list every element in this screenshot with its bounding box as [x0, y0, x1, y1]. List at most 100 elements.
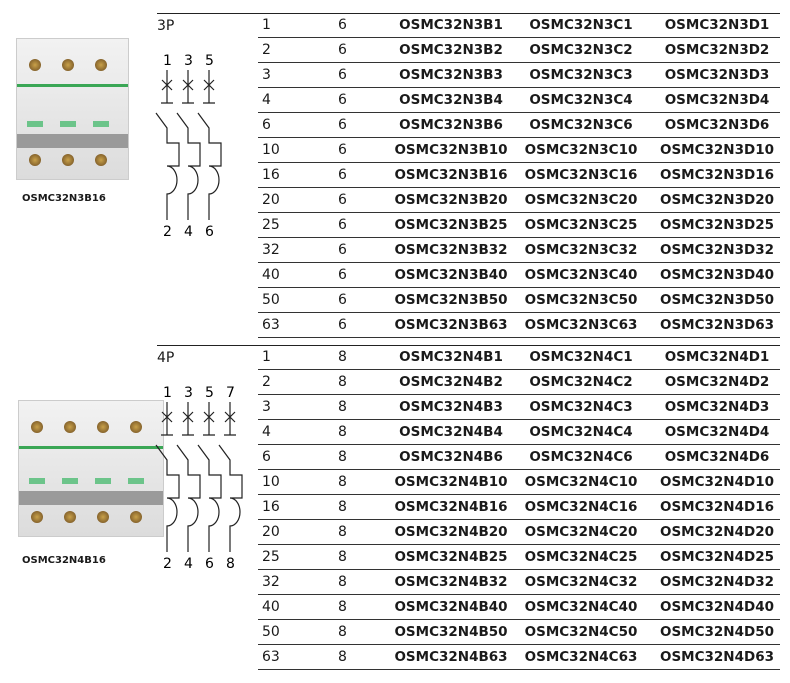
- terminal-bottom: 8: [226, 556, 235, 572]
- b-curve-ref: OSMC32N3B1: [399, 17, 503, 33]
- c-curve-ref: OSMC32N3C32: [524, 242, 638, 258]
- pole-contact-symbol: [155, 70, 180, 220]
- rating-cell: 50: [262, 292, 280, 308]
- c-curve-ref: OSMC32N3C4: [529, 92, 633, 108]
- d-curve-ref: OSMC32N4D2: [664, 374, 770, 390]
- b-curve-ref: OSMC32N3B6: [399, 117, 503, 133]
- product-caption: OSMC32N3B16: [22, 193, 106, 204]
- b-curve-ref: OSMC32N3B3: [399, 67, 503, 83]
- b-curve-ref: OSMC32N3B50: [394, 292, 508, 308]
- c-curve-ref: OSMC32N3C16: [524, 167, 638, 183]
- c-curve-ref: OSMC32N4C2: [529, 374, 633, 390]
- c-curve-ref: OSMC32N4C25: [524, 549, 638, 565]
- table-row: 50 6 OSMC32N3B50 OSMC32N3C50 OSMC32N3D50: [258, 288, 780, 313]
- breaking-capacity-cell: 6: [338, 17, 347, 33]
- breaking-capacity-cell: 6: [338, 217, 347, 233]
- toggle-bar: [17, 134, 128, 148]
- b-curve-ref: OSMC32N4B63: [394, 649, 508, 665]
- terminal-screw: [62, 154, 74, 166]
- product-caption: OSMC32N4B16: [22, 555, 106, 566]
- c-curve-ref: OSMC32N4C3: [529, 399, 633, 415]
- breaker-image: [18, 400, 164, 537]
- breaking-capacity-cell: 8: [338, 474, 347, 490]
- breaking-capacity-cell: 6: [338, 167, 347, 183]
- terminal-top: 3: [184, 53, 193, 69]
- d-curve-ref: OSMC32N4D1: [664, 349, 770, 365]
- breaking-capacity-cell: 6: [338, 267, 347, 283]
- rating-cell: 20: [262, 524, 280, 540]
- b-curve-ref: OSMC32N4B1: [399, 349, 503, 365]
- breaking-capacity-cell: 6: [338, 67, 347, 83]
- toggle-bar: [19, 491, 163, 505]
- rating-cell: 2: [262, 374, 271, 390]
- terminal-top: 1: [163, 385, 172, 401]
- c-curve-ref: OSMC32N3C50: [524, 292, 638, 308]
- breaking-capacity-cell: 8: [338, 374, 347, 390]
- b-curve-ref: OSMC32N3B40: [394, 267, 508, 283]
- breaking-capacity-cell: 8: [338, 424, 347, 440]
- c-curve-ref: OSMC32N4C1: [529, 349, 633, 365]
- rating-cell: 3: [262, 67, 271, 83]
- rating-cell: 1: [262, 17, 271, 33]
- rating-cell: 32: [262, 242, 280, 258]
- d-curve-ref: OSMC32N3D16: [659, 167, 774, 183]
- breaking-capacity-cell: 8: [338, 649, 347, 665]
- breaking-capacity-cell: 6: [338, 92, 347, 108]
- handle: [27, 121, 43, 127]
- rating-cell: 16: [262, 499, 280, 515]
- c-curve-ref: OSMC32N4C50: [524, 624, 638, 640]
- b-curve-ref: OSMC32N4B50: [394, 624, 508, 640]
- c-curve-ref: OSMC32N3C1: [529, 17, 633, 33]
- b-curve-ref: OSMC32N3B4: [399, 92, 503, 108]
- breaking-capacity-cell: 6: [338, 142, 347, 158]
- terminal-screw: [62, 59, 74, 71]
- rating-cell: 3: [262, 399, 271, 415]
- breaking-capacity-cell: 6: [338, 317, 347, 333]
- d-curve-ref: OSMC32N3D20: [659, 192, 774, 208]
- breaking-capacity-cell: 8: [338, 549, 347, 565]
- terminal-bottom: 4: [184, 556, 193, 572]
- handle: [29, 478, 45, 484]
- d-curve-ref: OSMC32N4D50: [659, 624, 774, 640]
- terminal-screw: [95, 59, 107, 71]
- terminal-screw: [97, 511, 109, 523]
- b-curve-ref: OSMC32N4B2: [399, 374, 503, 390]
- brand-stripe: [17, 84, 128, 87]
- d-curve-ref: OSMC32N4D4: [664, 424, 770, 440]
- d-curve-ref: OSMC32N3D25: [659, 217, 774, 233]
- breaking-capacity-cell: 6: [338, 192, 347, 208]
- c-curve-ref: OSMC32N3C3: [529, 67, 633, 83]
- terminal-top: 7: [226, 385, 235, 401]
- rating-cell: 40: [262, 267, 280, 283]
- b-curve-ref: OSMC32N4B20: [394, 524, 508, 540]
- terminal-screw: [29, 154, 41, 166]
- breaking-capacity-cell: 6: [338, 42, 347, 58]
- rating-cell: 6: [262, 117, 271, 133]
- terminal-bottom: 2: [163, 224, 172, 240]
- pole-contact-symbol: [155, 402, 180, 552]
- rating-cell: 1: [262, 349, 271, 365]
- d-curve-ref: OSMC32N3D32: [659, 242, 774, 258]
- d-curve-ref: OSMC32N4D10: [659, 474, 774, 490]
- terminal-screw: [95, 154, 107, 166]
- b-curve-ref: OSMC32N4B25: [394, 549, 508, 565]
- rating-cell: 32: [262, 574, 280, 590]
- breaking-capacity-cell: 6: [338, 292, 347, 308]
- breaking-capacity-cell: 8: [338, 624, 347, 640]
- d-curve-ref: OSMC32N3D6: [664, 117, 770, 133]
- d-curve-ref: OSMC32N3D50: [659, 292, 774, 308]
